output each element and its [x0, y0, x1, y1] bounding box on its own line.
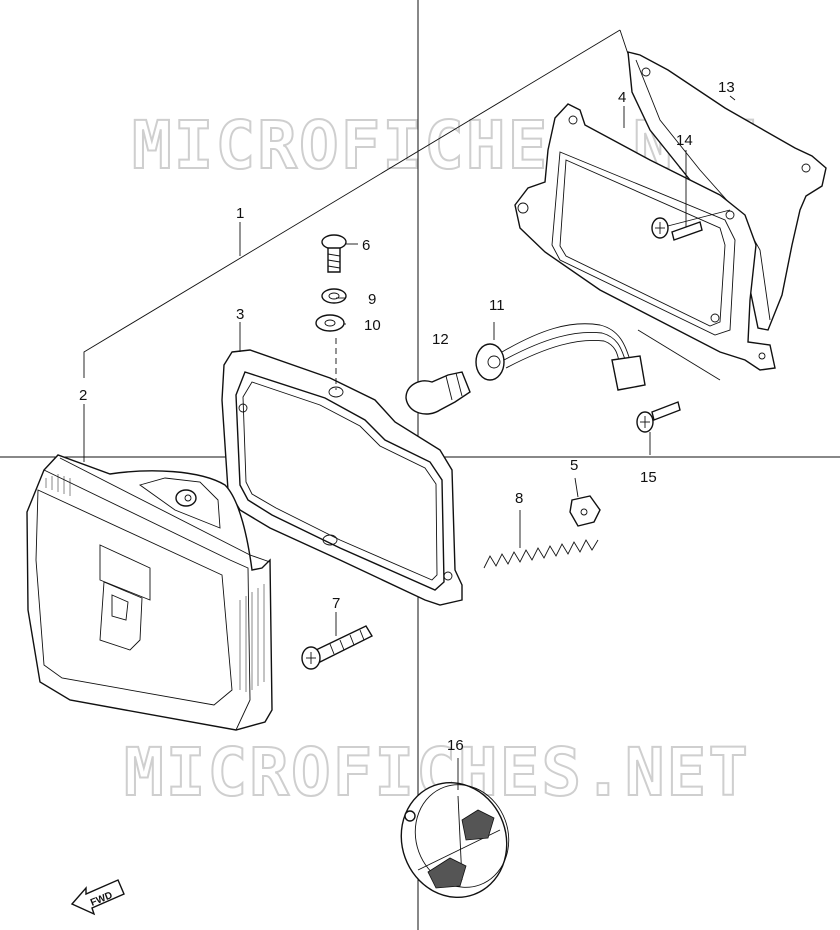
part-8-spring — [483, 510, 599, 569]
part-4-headlight-bracket — [514, 103, 776, 371]
callout-11: 11 — [489, 297, 505, 314]
callout-9: 9 — [368, 291, 376, 308]
part-11-socket-harness — [475, 322, 646, 391]
callout-2: 2 — [79, 387, 87, 404]
callout-14: 14 — [676, 132, 693, 149]
callout-12: 12 — [432, 331, 449, 348]
callout-leaders — [83, 95, 736, 462]
lens-hatching — [45, 474, 265, 692]
fwd-direction-icon: FWD — [70, 879, 125, 916]
part-5-clip-nut — [569, 477, 601, 527]
part-6-screw — [321, 234, 347, 273]
callout-7: 7 — [332, 595, 340, 612]
callout-16: 16 — [447, 737, 464, 754]
part-12-bulb — [405, 371, 471, 415]
callout-13: 13 — [718, 79, 735, 96]
callout-4: 4 — [618, 89, 626, 106]
part-3-rim — [221, 349, 463, 606]
callout-5: 5 — [570, 457, 578, 474]
callout-15: 15 — [640, 469, 657, 486]
part-2-headlamp-unit — [26, 454, 273, 731]
part-10-washer — [315, 314, 345, 332]
callout-8: 8 — [515, 490, 523, 507]
callout-6: 6 — [362, 237, 370, 254]
callout-10: 10 — [364, 317, 381, 334]
part-7-bolt — [301, 612, 373, 670]
callout-1: 1 — [236, 205, 244, 222]
part-15-screw — [636, 329, 721, 455]
callout-3: 3 — [236, 306, 244, 323]
part-16-reflector — [400, 758, 510, 899]
part-14-screw — [651, 150, 731, 241]
part-9-washer — [321, 288, 347, 304]
